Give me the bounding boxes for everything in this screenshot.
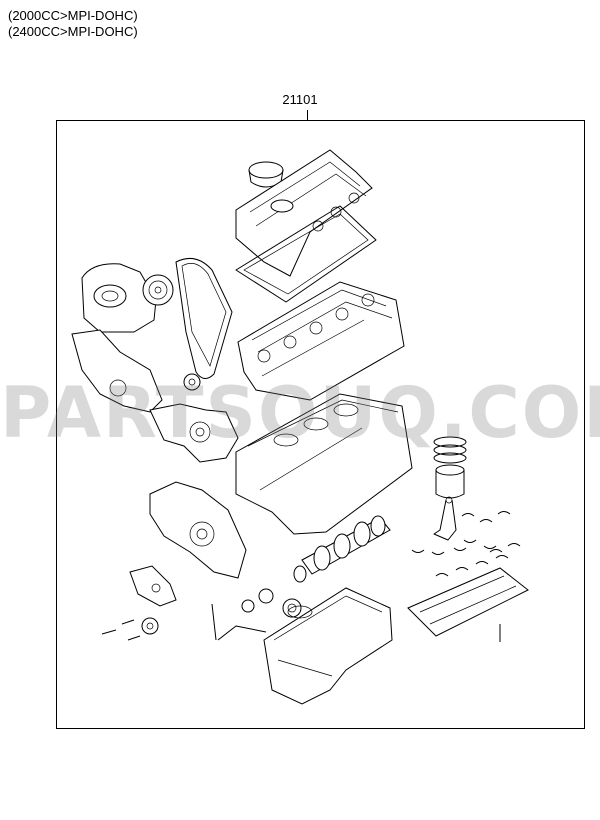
oil-filler-cap[interactable] bbox=[248, 161, 284, 188]
crankshaft[interactable] bbox=[293, 515, 391, 583]
connecting-rod[interactable] bbox=[433, 496, 457, 541]
lower-timing-cover[interactable] bbox=[71, 329, 163, 413]
bearing-shells[interactable] bbox=[411, 511, 521, 577]
belt-tensioner[interactable] bbox=[183, 373, 201, 391]
part-number-label[interactable]: 21101 bbox=[282, 92, 318, 107]
part-number-leader-line bbox=[307, 110, 308, 121]
head-cover-gasket[interactable] bbox=[235, 205, 377, 303]
cylinder-block[interactable] bbox=[235, 393, 413, 535]
water-pump[interactable] bbox=[149, 403, 239, 463]
oil-dipstick-tube[interactable] bbox=[217, 625, 267, 641]
cylinder-head[interactable] bbox=[237, 281, 405, 401]
piston-rings[interactable] bbox=[433, 436, 467, 464]
camshaft-sprocket[interactable] bbox=[142, 274, 174, 306]
engine-spec-line: (2400CC>MPI-DOHC) bbox=[8, 24, 138, 39]
crank-sprocket[interactable] bbox=[241, 588, 302, 618]
timing-belt-cover[interactable] bbox=[81, 263, 157, 333]
idler-pulley[interactable] bbox=[141, 617, 159, 635]
engine-spec-list: (2000CC>MPI-DOHC) (2400CC>MPI-DOHC) bbox=[8, 8, 138, 40]
small-bolts[interactable] bbox=[101, 603, 501, 642]
piston[interactable] bbox=[435, 464, 465, 499]
oil-pan[interactable] bbox=[263, 587, 393, 705]
main-bearing-caps[interactable] bbox=[407, 567, 529, 637]
timing-belt[interactable] bbox=[175, 257, 233, 379]
engine-spec-line: (2000CC>MPI-DOHC) bbox=[8, 8, 138, 23]
engine-mount-bracket[interactable] bbox=[129, 565, 177, 607]
diagram-frame bbox=[56, 120, 585, 729]
oil-pump-case[interactable] bbox=[149, 481, 247, 579]
cylinder-head-cover[interactable] bbox=[235, 149, 373, 277]
